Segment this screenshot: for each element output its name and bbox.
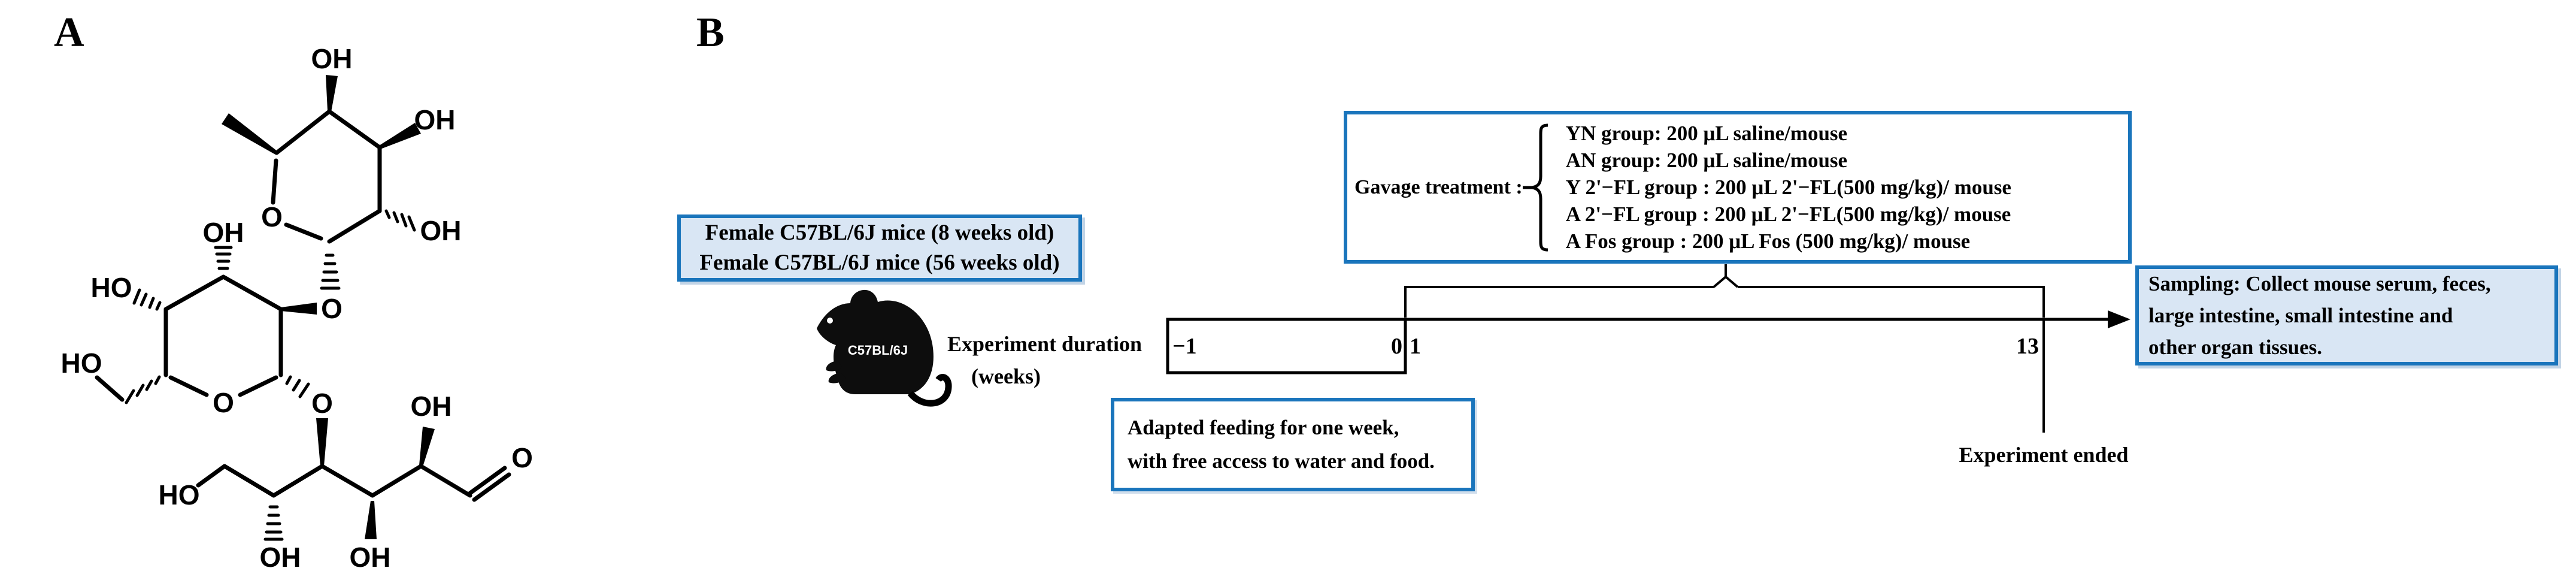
gavage-group-a2fl: A 2'−FL group : 200 μL 2'−FL(500 mg/kg)/… xyxy=(1565,203,2011,226)
atom-label: O xyxy=(213,387,234,418)
tick-1: 1 xyxy=(1410,334,1421,359)
molecule-structure-2fl: OH OH OH O OH HO HO O O O HO OH OH OH O xyxy=(61,43,533,573)
gavage-period-bracket xyxy=(1404,286,2045,318)
atom-label: OH xyxy=(414,104,456,135)
sampling-box: Sampling: Collect mouse serum, feces, la… xyxy=(2135,265,2558,365)
atom-label: OH xyxy=(350,542,391,573)
bracket-center-tick xyxy=(1713,275,1739,288)
timeline-adaptation-rect xyxy=(1166,318,1407,374)
mice-line-old: Female C57BL/6J mice (56 weeks old) xyxy=(699,250,1060,275)
sampling-line1: Sampling: Collect mouse serum, feces, xyxy=(2148,272,2491,295)
gavage-treatment-box: Gavage treatment : YN group: 200 μL sali… xyxy=(1344,111,2132,264)
tick-0: 0 xyxy=(1391,334,1402,359)
atom-label: HO xyxy=(159,479,200,510)
sampling-line3: other organ tissues. xyxy=(2148,336,2323,359)
atom-label: HO xyxy=(91,272,132,303)
atom-label: OH xyxy=(411,391,452,422)
gavage-group-an: AN group: 200 μL saline/mouse xyxy=(1565,149,1848,172)
mice-description-box: Female C57BL/6J mice (8 weeks old) Femal… xyxy=(677,215,1082,282)
adapted-feeding-box: Adapted feeding for one week, with free … xyxy=(1111,398,1475,491)
gavage-group-yn: YN group: 200 μL saline/mouse xyxy=(1565,122,1848,145)
mice-line-young: Female C57BL/6J mice (8 weeks old) xyxy=(705,220,1054,245)
molecule-atom-labels: OH OH OH O OH HO HO O O O HO OH OH OH O xyxy=(61,43,533,573)
gavage-group-list: YN group: 200 μL saline/mouse AN group: … xyxy=(1554,120,2011,255)
timeline-axis-units: (weeks) xyxy=(971,364,1041,388)
atom-label: O xyxy=(321,293,343,324)
adapted-feeding-line1: Adapted feeding for one week, xyxy=(1128,416,1399,439)
gavage-group-y2fl: Y 2'−FL group : 200 μL 2'−FL(500 mg/kg)/… xyxy=(1565,176,2011,199)
experiment-ended-label: Experiment ended xyxy=(1959,443,2129,467)
atom-label: HO xyxy=(61,348,102,379)
tick-minus1: −1 xyxy=(1172,334,1197,359)
panel-b-label: B xyxy=(696,10,725,56)
molecule-bonds xyxy=(95,75,511,541)
atom-label: OH xyxy=(420,215,462,246)
atom-label: OH xyxy=(311,43,353,74)
atom-label: OH xyxy=(260,542,301,573)
mouse-icon: C57BL/6J xyxy=(817,289,952,407)
curly-brace-icon xyxy=(1522,123,1548,251)
gavage-treatment-label: Gavage treatment : xyxy=(1354,176,1523,198)
panel-a-label: A xyxy=(54,10,84,56)
mouse-strain-label: C57BL/6J xyxy=(848,343,908,358)
atom-label: OH xyxy=(203,217,244,248)
atom-label: O xyxy=(511,442,533,473)
atom-label: O xyxy=(261,201,283,232)
sampling-line2: large intestine, small intestine and xyxy=(2148,304,2453,327)
timeline-arrowhead xyxy=(2108,310,2130,328)
atom-label: O xyxy=(311,388,333,419)
adapted-feeding-line2: with free access to water and food. xyxy=(1128,449,1435,473)
timeline-axis-label: Experiment duration xyxy=(947,332,1142,356)
gavage-group-afos: A Fos group : 200 μL Fos (500 mg/kg)/ mo… xyxy=(1565,229,1971,253)
tick-13: 13 xyxy=(2016,334,2039,359)
